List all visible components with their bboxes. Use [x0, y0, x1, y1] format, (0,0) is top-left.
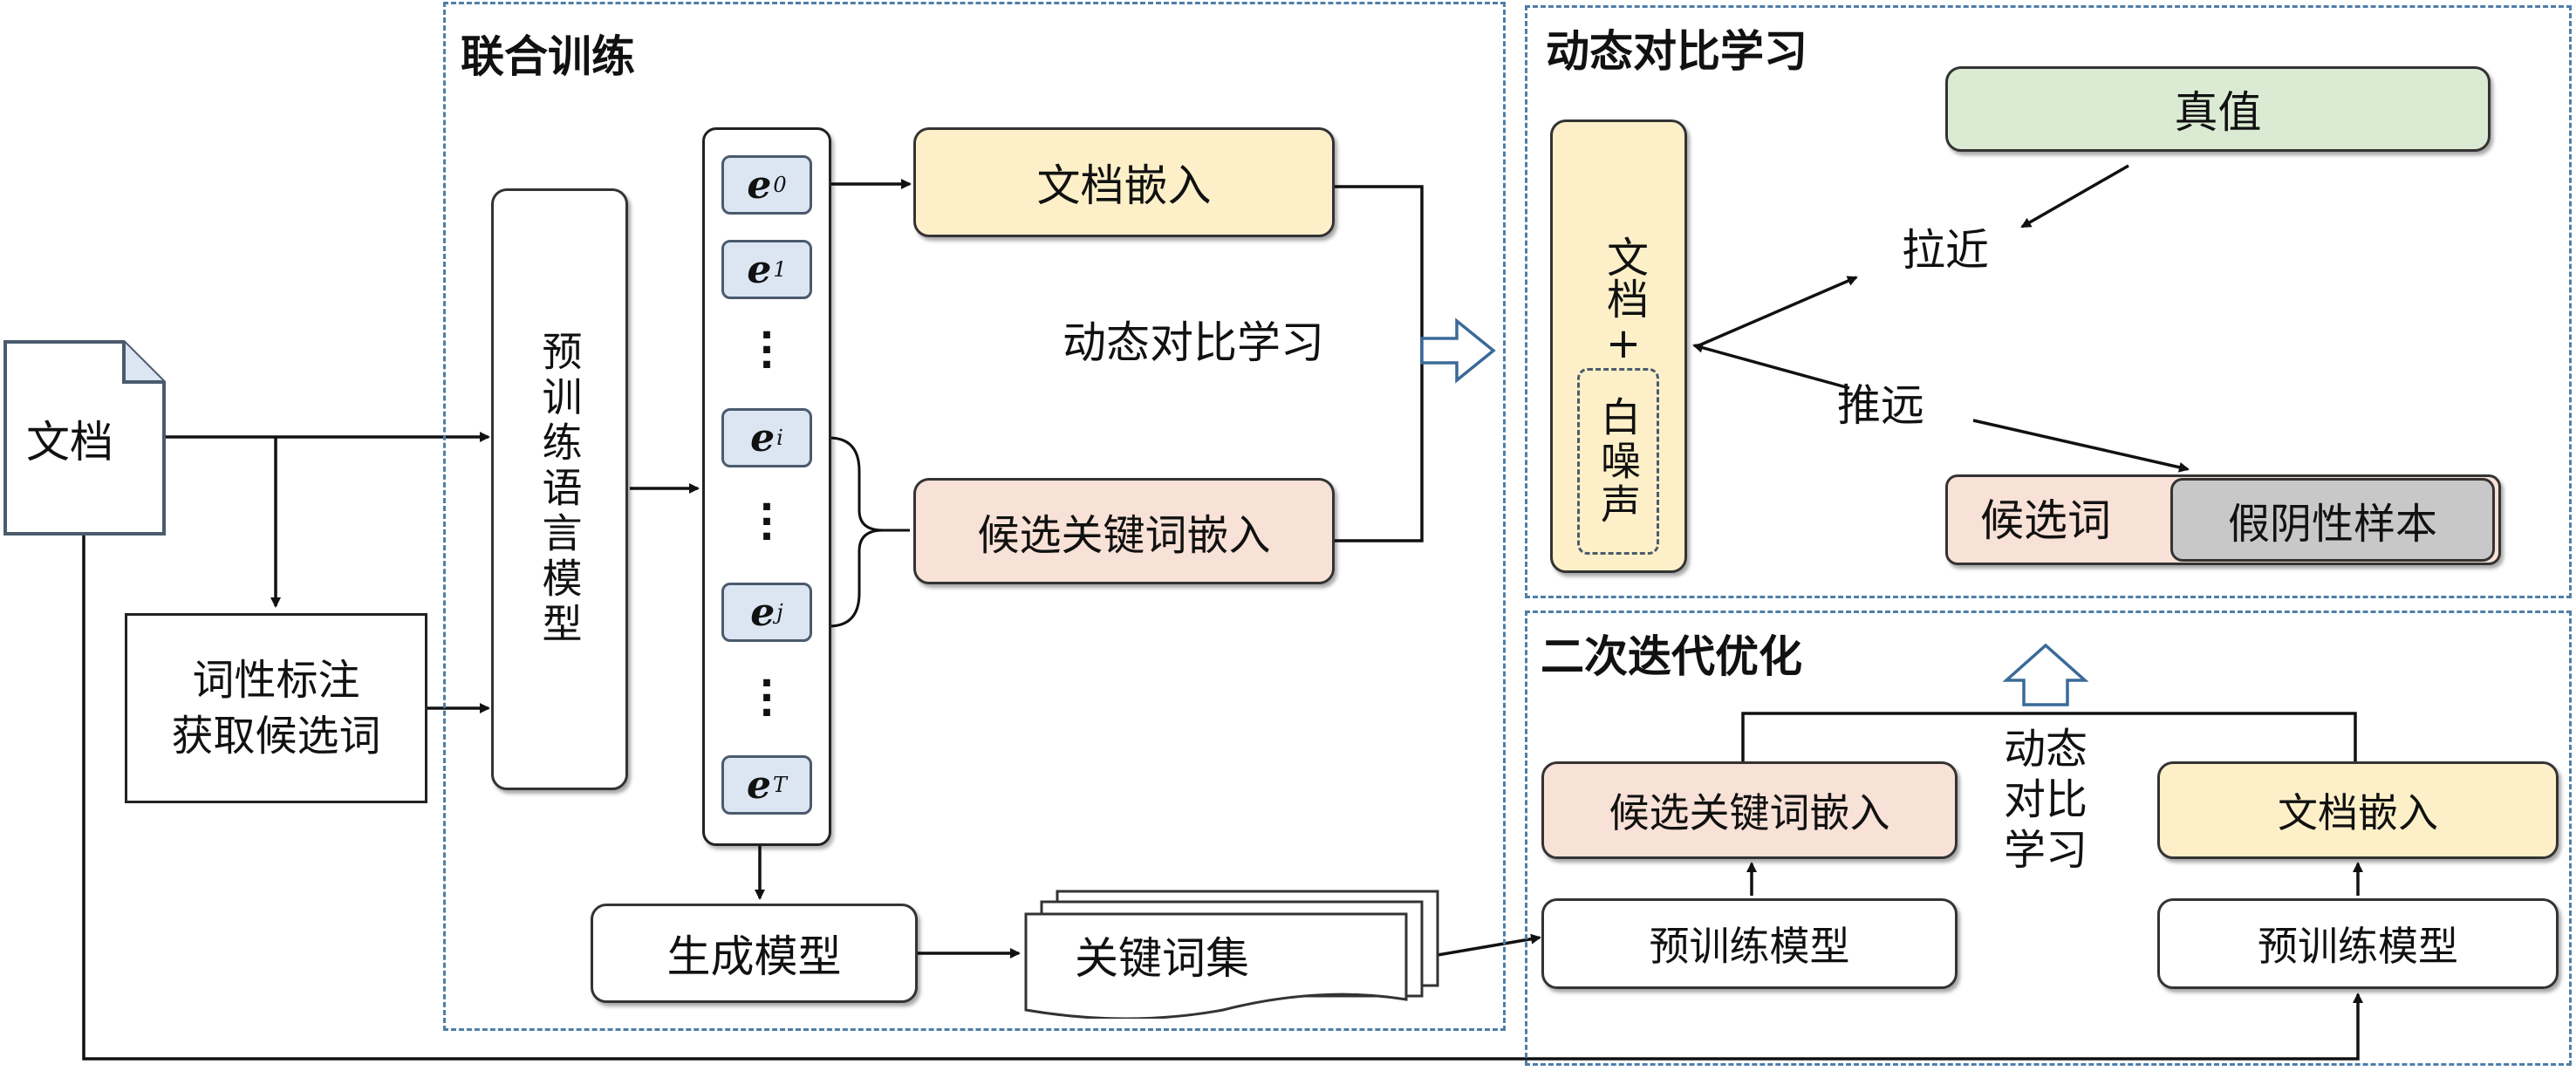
bottom-document-embedding-box: 文档嵌入: [2157, 761, 2559, 859]
bottom-candidate-embedding-label: 候选关键词嵌入: [1609, 789, 1890, 836]
ellipsis-3: ···: [759, 661, 775, 735]
false-negative-label: 假阴性样本: [2227, 500, 2437, 549]
pos-tagging-line1: 词性标注: [192, 656, 360, 705]
generation-model-label: 生成模型: [666, 931, 842, 982]
left-pretrained-model-box: 预训练模型: [1541, 898, 1958, 989]
generation-model-box: 生成模型: [591, 904, 918, 1003]
arrow-push-to-doc: [1692, 342, 1850, 390]
candidate-label: 候选词: [1980, 495, 2111, 546]
keyword-set-label: 关键词集: [1075, 933, 1249, 984]
keyword-set-stack: 关键词集: [1022, 888, 1441, 1019]
dynamic-contrastive-title: 动态对比学习: [1546, 26, 1807, 77]
arrow-pull-out: [1700, 276, 1858, 346]
push-label: 推远: [1837, 380, 1924, 431]
candidate-embedding-box: 候选关键词嵌入: [913, 478, 1335, 584]
right-pretrained-model-box: 预训练模型: [2157, 898, 2559, 989]
joint-training-title: 联合训练: [461, 31, 635, 82]
ground-truth-box: 真值: [1945, 66, 2491, 152]
secondary-iteration-frame: [1525, 611, 2572, 1066]
doc-plus-label: 文档+: [1599, 235, 1648, 368]
bottom-candidate-embedding-box: 候选关键词嵌入: [1541, 761, 1958, 859]
doc-to-right-model-line: [82, 532, 2363, 1061]
document-icon: 文档: [2, 338, 167, 537]
arrow-push-to-candidates: [1972, 419, 2190, 473]
document-embedding-label: 文档嵌入: [1036, 160, 1212, 211]
ellipsis-2: ···: [759, 485, 775, 559]
dynamic-contrastive-frame: [1525, 5, 2572, 598]
left-pretrained-model-label: 预训练模型: [1649, 923, 1850, 970]
secondary-iteration-title: 二次迭代优化: [1541, 631, 1802, 682]
pos-tagging-box: 词性标注 获取候选词: [125, 613, 427, 803]
document-label: 文档: [26, 417, 113, 467]
contrastive-learning-label: 动态对比学习: [1063, 317, 1324, 368]
pos-tagging-line2: 获取候选词: [171, 712, 381, 761]
hollow-arrow-right: [1420, 317, 1496, 384]
joint-training-frame: [443, 2, 1506, 1031]
pretrained-language-model-box: 预训练语言模型: [491, 188, 628, 790]
right-pretrained-model-label: 预训练模型: [2258, 923, 2458, 970]
white-noise-label: 白噪声: [1595, 396, 1642, 527]
candidate-embedding-label: 候选关键词嵌入: [977, 511, 1271, 560]
hollow-arrow-up: [2002, 643, 2089, 706]
ellipsis-1: ···: [759, 313, 775, 387]
arrow-pull-in: [2020, 164, 2129, 229]
false-negative-box: 假阴性样本: [2170, 478, 2495, 562]
bottom-contrastive-label: 动态对比学习: [2003, 725, 2087, 875]
document-embedding-box: 文档嵌入: [913, 127, 1335, 237]
arrow-keywords-to-model: [1437, 933, 1541, 957]
doc-noise-box: [1550, 119, 1687, 573]
pull-label: 拉近: [1902, 225, 1989, 276]
white-noise-box: 白噪声: [1577, 368, 1659, 555]
bottom-join-bracket: [1741, 712, 2357, 763]
ground-truth-label: 真值: [2174, 87, 2262, 138]
bottom-document-embedding-label: 文档嵌入: [2278, 789, 2438, 836]
plm-label: 预训练语言模型: [536, 331, 584, 648]
